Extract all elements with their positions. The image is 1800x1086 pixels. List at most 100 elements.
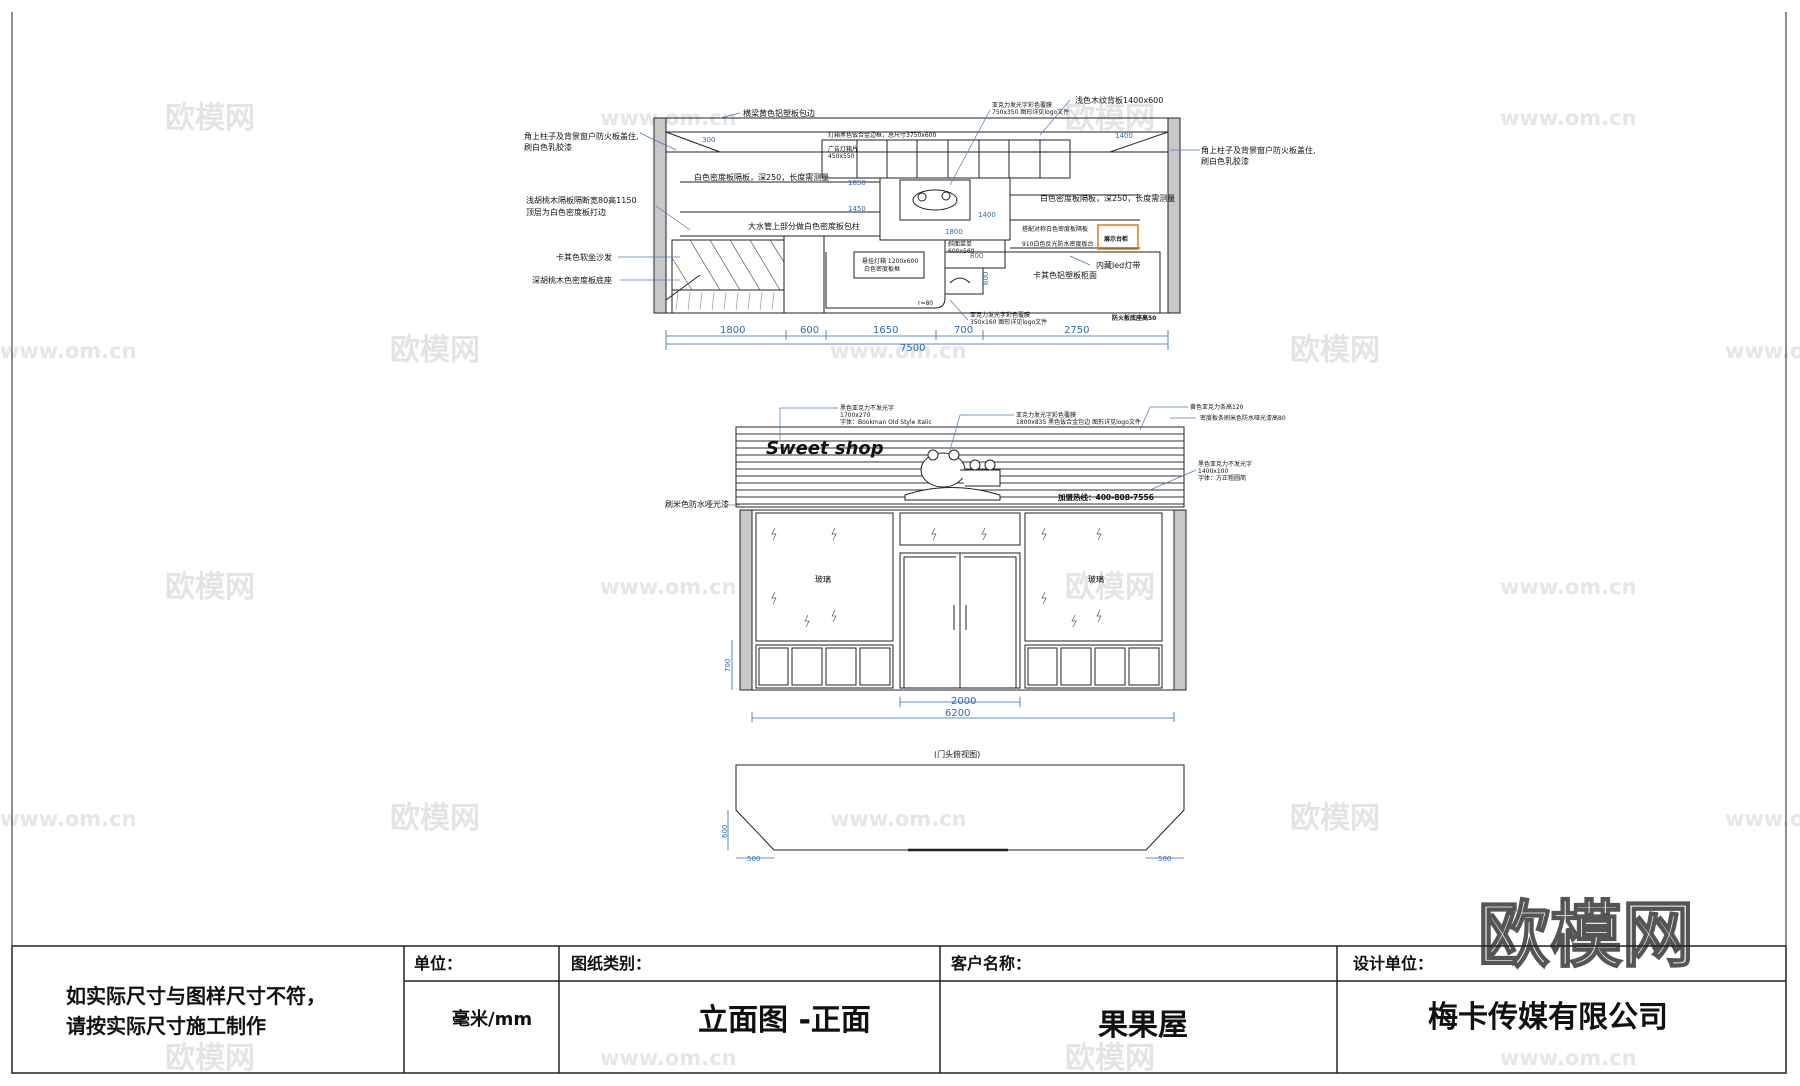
dim-segment: 1650 bbox=[873, 325, 898, 336]
storefront-elevation bbox=[735, 426, 1187, 691]
canopy-outline bbox=[735, 764, 1185, 851]
dim-segment: 2750 bbox=[1064, 325, 1089, 336]
annotation-black-acrylic-2: 1700x270 bbox=[840, 412, 870, 419]
hanging-light-box bbox=[853, 251, 925, 279]
annotation-acrylic-3: 亚克力发光字彩色覆膜 bbox=[970, 311, 1030, 319]
annotation-corner-left-2: 刷白色乳胶漆 bbox=[524, 142, 572, 152]
annotation-font-2: 字体：方正粗圆简 bbox=[1198, 474, 1246, 482]
dim-panel-height: 700 bbox=[724, 659, 732, 672]
annotation-acrylic-logo-1: 亚克力发光字彩色覆膜 bbox=[1016, 411, 1076, 419]
glass-window-left bbox=[755, 512, 894, 642]
right-pillar bbox=[1173, 509, 1187, 691]
annotation-acrylic-2: 750x350 图形详见logo文件 bbox=[992, 108, 1069, 116]
sign-text: Sweet shop bbox=[766, 438, 884, 459]
annotation-fire-base: 防火板底座高50 bbox=[1112, 314, 1156, 322]
unit-label: 单位： bbox=[414, 954, 462, 973]
watermark-brand: 欧模网 bbox=[390, 801, 480, 836]
watermark-url: www.om.cn bbox=[1500, 575, 1637, 599]
inner-dim: 1850 bbox=[848, 179, 866, 187]
left-pillar bbox=[739, 509, 753, 691]
dim-storefront-total: 6200 bbox=[945, 708, 970, 719]
annotation-acrylic-logo-2: 1800x835 黑色钣合金包边 图形详见logo文件 bbox=[1016, 418, 1141, 426]
interior-dimension-chain: 1800 600 1650 700 2750 7500 bbox=[665, 325, 1169, 354]
designer-label: 设计单位： bbox=[1353, 954, 1433, 973]
annotation-ad-light-size: 450x550 bbox=[828, 153, 855, 160]
interior-elevation bbox=[653, 117, 1181, 314]
annotation-r80: r=80 bbox=[918, 300, 933, 307]
watermark-url: www.om.cn bbox=[1725, 807, 1800, 831]
annotation-density-strip: 密度板条刷米色防水哑光漆高80 bbox=[1200, 414, 1286, 422]
annotation-corner-right-1: 角上柱子及背景窗户防火板盖住, bbox=[1201, 145, 1316, 155]
annotation-font-1: 字体：Bookman Old Style Italic bbox=[840, 418, 932, 426]
annotation-display: 展示台柜 bbox=[1104, 235, 1128, 243]
designer-name: 梅卡传媒有限公司 bbox=[1428, 1000, 1668, 1035]
interior-inner-dims: 300 1400 1850 1450 1800 1400 600 800 bbox=[702, 132, 1133, 285]
watermark-url: www.om.cn bbox=[830, 339, 967, 363]
hotline-text: 加盟热线：400-808-7556 bbox=[1057, 492, 1154, 502]
watermark-url: www.om.cn bbox=[600, 1046, 737, 1070]
canopy-plan-view: (门头俯视图) 600 500 500 bbox=[721, 749, 1185, 863]
watermark-url: www.om.cn bbox=[1500, 106, 1637, 130]
annotation-hang-light-sub: 白色密度板框 bbox=[864, 265, 900, 273]
dim-plan-left: 500 bbox=[747, 855, 760, 863]
left-column bbox=[653, 117, 667, 314]
annotation-black-small-1: 黑色亚克力不发光字 bbox=[1198, 460, 1252, 468]
annotation-partition-1: 浅胡桃木隔板隔断宽80高1150 bbox=[526, 195, 637, 205]
watermark-brand: 欧模网 bbox=[1290, 333, 1380, 368]
annotation-menu-size: 600x560 bbox=[948, 248, 975, 255]
watermark-brand: 欧模网 bbox=[165, 101, 255, 136]
counter-left bbox=[825, 252, 946, 309]
glass-label-left: 玻璃 bbox=[815, 574, 831, 584]
interior-leader-lines bbox=[618, 99, 1200, 321]
display-cabinet bbox=[1097, 224, 1139, 250]
annotation-base: 深胡桃木色密度板底座 bbox=[532, 275, 612, 285]
transom-window bbox=[899, 512, 1021, 546]
inner-dim: 1450 bbox=[848, 205, 866, 213]
dim-plan-depth: 600 bbox=[721, 825, 729, 838]
dim-segment: 600 bbox=[800, 325, 819, 336]
annotation-strip: 黄色亚克力条高120 bbox=[1190, 403, 1244, 411]
watermark-brand: 欧模网 bbox=[165, 570, 255, 605]
inner-dim: 300 bbox=[702, 136, 715, 144]
drawing-category: 立面图 -正面 bbox=[698, 1003, 871, 1038]
annotation-partition-2: 顶层为白色密度板打边 bbox=[526, 207, 606, 217]
annotation-counter: 卡其色铝塑板柜面 bbox=[1033, 270, 1097, 280]
inner-dim: 1800 bbox=[945, 228, 963, 236]
dim-plan-right: 500 bbox=[1158, 855, 1171, 863]
annotation-sofa: 卡其色软坐沙发 bbox=[556, 252, 612, 262]
annotation-corner-left-1: 角上柱子及背景窗户防火板盖住, bbox=[524, 131, 639, 141]
glass-label-right: 玻璃 bbox=[1088, 574, 1104, 584]
annotation-light-box: 灯箱黑色钣合金边框，总尺寸3750x600 bbox=[828, 131, 936, 139]
annotation-black-acrylic-1: 黑色亚克力不发光字 bbox=[840, 404, 894, 412]
watermark-brand: 欧模网 bbox=[1065, 570, 1155, 605]
watermark-url: www.om.cn bbox=[830, 807, 967, 831]
annotation-corner-right-2: 刷白色乳胶漆 bbox=[1201, 156, 1249, 166]
annotation-menu: 斜面菜单 bbox=[948, 240, 972, 248]
shop-logo-figure bbox=[904, 449, 1001, 501]
sign-band bbox=[735, 426, 1185, 508]
annotation-shelf-left: 白色密度板隔板，深250，长度需测量 bbox=[694, 172, 829, 182]
unit-value: 毫米/mm bbox=[452, 1008, 532, 1030]
annotation-fire-board: 910白色反光防水密度板台 bbox=[1022, 240, 1093, 248]
storefront-dims: 700 2000 6200 bbox=[724, 640, 1175, 722]
logo-panel bbox=[899, 179, 971, 221]
dim-total: 7500 bbox=[900, 343, 925, 354]
watermark-brand: 欧模网 bbox=[165, 1041, 255, 1076]
dim-segment: 1800 bbox=[720, 325, 745, 336]
inner-dim: 1400 bbox=[978, 211, 996, 219]
storefront-leader-lines bbox=[727, 406, 1197, 506]
dim-segment: 700 bbox=[954, 325, 973, 336]
watermark-url: www.om.cn bbox=[1500, 1046, 1637, 1070]
storefront-annotations: Sweet shop 加盟热线：400-808-7556 黑色亚克力不发光字 1… bbox=[665, 403, 1286, 584]
glass-window-right bbox=[1024, 512, 1163, 642]
annotation-shelf-right: 白色密度板隔板，深250，长度需测量 bbox=[1040, 193, 1175, 203]
right-column bbox=[1167, 117, 1181, 314]
watermark-brand: 欧模网 bbox=[1065, 1041, 1155, 1076]
annotation-wood-back: 浅色木纹背板1400x600 bbox=[1075, 95, 1163, 105]
shopfront bbox=[751, 509, 1175, 691]
annotation-acrylic-4: 350x160 图形详见logo文件 bbox=[970, 318, 1047, 326]
watermark-brand-large: 欧模网 bbox=[1478, 893, 1694, 977]
watermark-url: www.om.cn bbox=[1725, 339, 1800, 363]
watermark-url: www.om.cn bbox=[0, 807, 137, 831]
